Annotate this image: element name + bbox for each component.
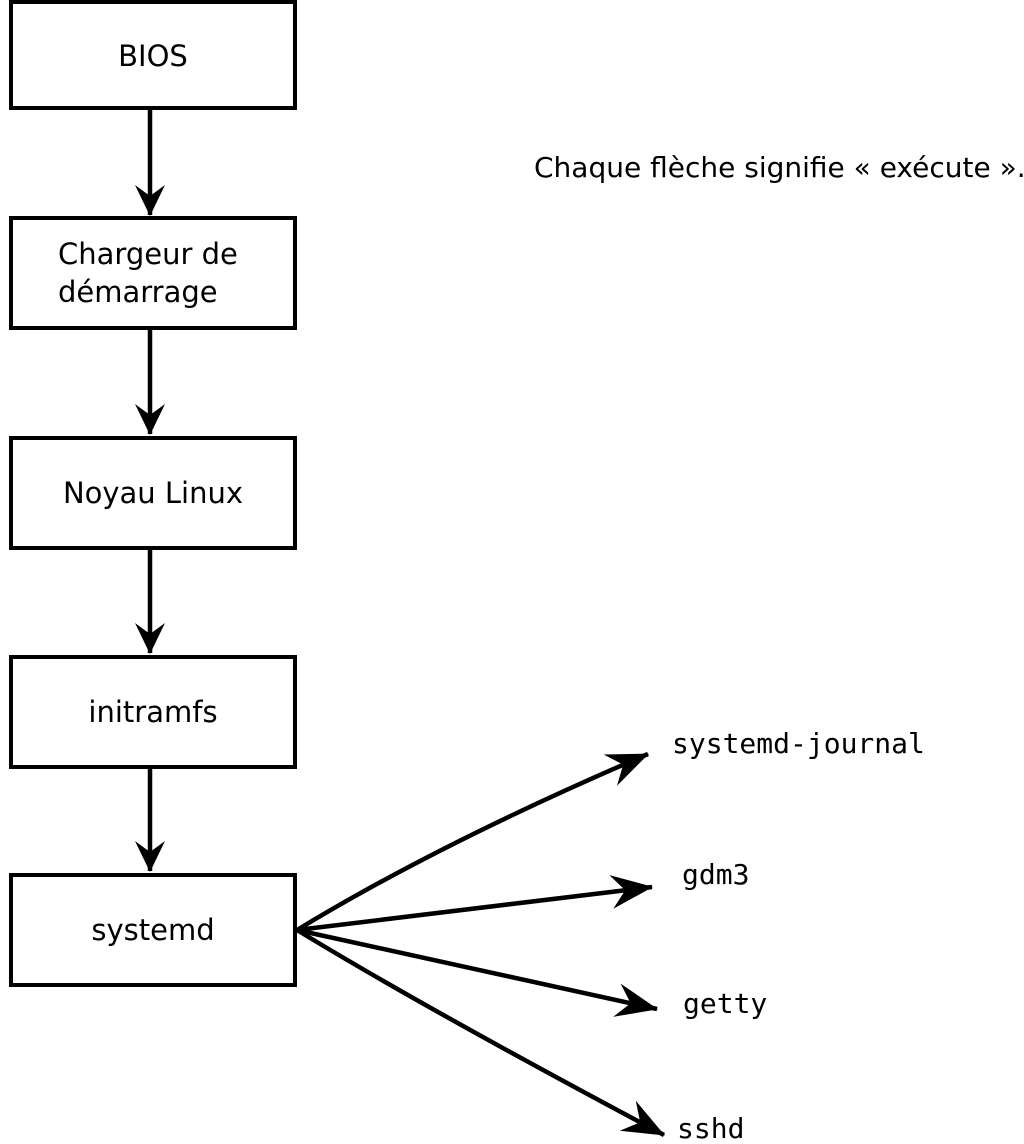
arrow-systemd-to-getty: [296, 927, 658, 1017]
process-label-getty: getty: [683, 987, 767, 1020]
arrow-meaning-note: Chaque flèche signifie « exécute ».: [534, 151, 1024, 184]
process-label-gdm3: gdm3: [682, 858, 749, 891]
node-bootloader-label-line1: Chargeur de: [58, 237, 238, 271]
process-label-sshd: sshd: [677, 1112, 744, 1144]
node-bootloader-label-line2: démarrage: [58, 275, 218, 309]
node-kernel-label: Noyau Linux: [63, 476, 243, 510]
process-label-systemd-journal: systemd-journal: [672, 727, 925, 760]
node-bootloader-box: [9, 216, 297, 330]
node-bios-box: [9, 0, 297, 110]
node-initramfs-label: initramfs: [88, 695, 217, 729]
arrow-systemd-to-gdm3: [296, 875, 653, 933]
node-initramfs-box: [9, 655, 297, 769]
arrow-systemd-to-sshd: [295, 928, 666, 1137]
node-systemd-label: systemd: [91, 913, 214, 947]
node-bios-label: BIOS: [118, 39, 188, 73]
arrow-systemd-to-systemd-journal: [295, 751, 649, 932]
node-kernel-box: [9, 436, 297, 550]
node-systemd-box: [9, 873, 297, 987]
